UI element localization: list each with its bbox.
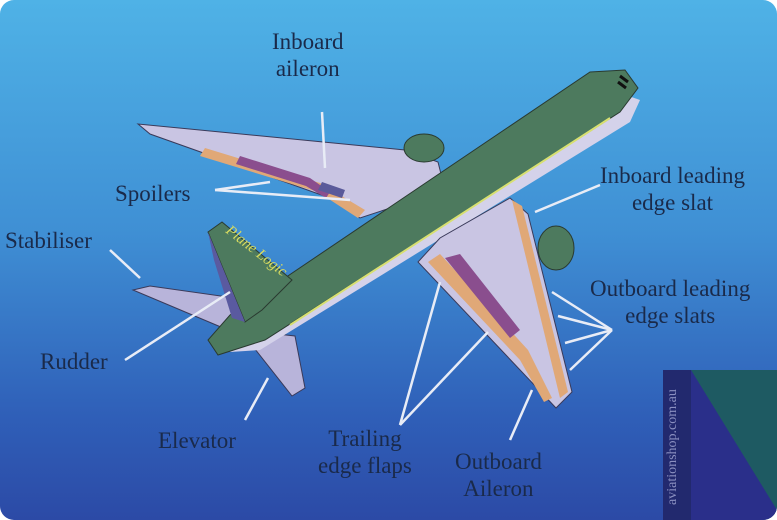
label-line: Aileron — [463, 476, 534, 501]
fuselage — [207, 69, 639, 356]
left-stabiliser — [131, 285, 236, 331]
cockpit-windows — [617, 74, 629, 90]
label-trailing-edge-flaps: Trailing edge flaps — [318, 425, 412, 479]
label-line: Outboard — [455, 449, 542, 474]
rudder — [208, 232, 245, 322]
label-stabiliser: Stabiliser — [5, 228, 92, 253]
label-line: Inboard leading — [600, 163, 745, 188]
label-outboard-leading-edge-slats: Outboard leading edge slats — [590, 275, 750, 329]
label-line: edge flaps — [318, 453, 412, 478]
left-inboard-aileron — [318, 182, 345, 198]
label-inboard-leading-edge-slat: Inboard leading edge slat — [600, 162, 745, 216]
watermark-text: aviationshop.com.au — [665, 389, 680, 505]
label-line: edge slat — [631, 190, 714, 215]
label-elevator: Elevator — [158, 428, 236, 453]
label-outboard-aileron: Outboard Aileron — [455, 448, 542, 502]
left-wing-spoilers — [236, 156, 330, 198]
pointer-arrows — [109, 111, 613, 441]
label-line: Outboard leading — [590, 276, 751, 301]
right-engine — [537, 225, 575, 271]
label-line: Inboard — [272, 29, 344, 54]
label-line: Trailing — [328, 426, 402, 451]
right-wing-slats — [512, 200, 568, 398]
label-line: aileron — [275, 56, 340, 81]
left-engine — [403, 133, 445, 163]
right-wing-flaps — [428, 254, 552, 402]
cheatline — [289, 117, 611, 326]
label-rudder: Rudder — [40, 349, 108, 374]
label-spoilers: Spoilers — [115, 181, 191, 206]
label-inboard-aileron: Inboard aileron — [272, 28, 344, 82]
right-wing-spoilers — [445, 254, 520, 338]
watermark-logo — [663, 370, 777, 520]
label-line: edge slats — [625, 303, 716, 328]
